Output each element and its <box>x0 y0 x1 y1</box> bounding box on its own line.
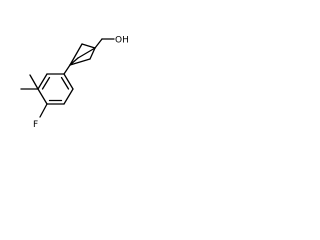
cage-bond <box>69 43 83 66</box>
ring-bond <box>37 73 48 90</box>
molecule-structure: OH F <box>20 36 129 130</box>
cage-bond <box>69 58 91 66</box>
benzene-ring <box>37 73 74 105</box>
fluorine-label: F <box>33 120 38 130</box>
cage-bond <box>77 47 96 59</box>
ring-double-bond <box>41 76 51 90</box>
cage-bond <box>81 43 96 49</box>
bond-cage-to-ring <box>63 64 71 75</box>
bond-bridgehead-to-methylene <box>94 38 103 49</box>
ring-bond <box>63 73 74 90</box>
bond-fluorine <box>39 103 48 118</box>
bicyclopentane-cage <box>69 43 96 66</box>
bond-methyl-stub <box>29 74 39 90</box>
cage-bond <box>89 47 96 60</box>
hydroxyl-label: OH <box>115 36 129 46</box>
cage-bond <box>69 57 79 66</box>
ring-bond <box>37 88 48 105</box>
ring-bond <box>63 88 74 105</box>
ring-double-bond <box>60 76 70 90</box>
